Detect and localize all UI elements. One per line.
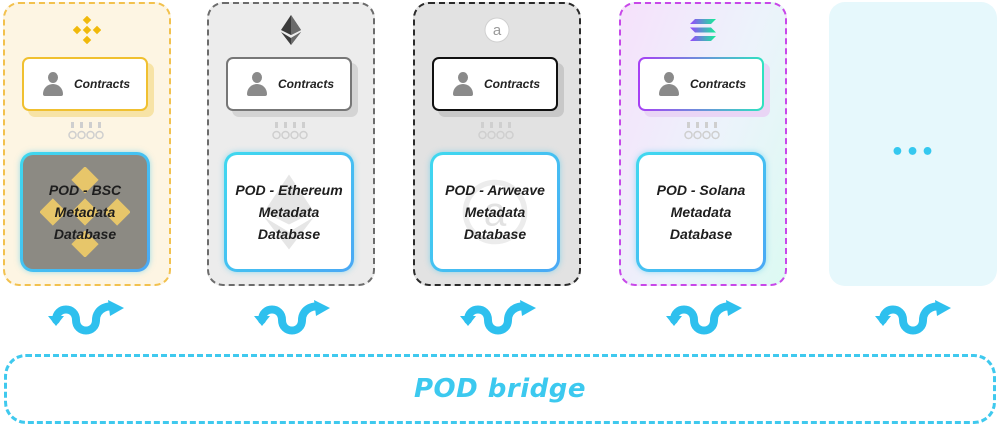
sync-arrows-icon: [873, 296, 953, 340]
database-label: POD - Solana Metadata Database: [656, 182, 746, 242]
more-dots: •••: [890, 140, 936, 165]
chain-panel-arweave: a Contracts a POD - Arweave Metadata Dat…: [413, 2, 581, 286]
contracts-card: Contracts: [638, 57, 764, 111]
link-marks-icon: [272, 121, 308, 140]
chain-panel-ethereum: Contracts POD - Ethereum Metadata Databa…: [207, 2, 375, 286]
user-icon: [658, 72, 680, 96]
metadata-database-card: a POD - Arweave Metadata Database: [430, 152, 560, 272]
binance-watermark-icon: [40, 167, 130, 257]
pod-bridge-box: POD bridge: [4, 354, 996, 424]
svg-text:a: a: [493, 22, 502, 39]
contracts-card: Contracts: [226, 57, 352, 111]
link-marks-icon: [68, 121, 104, 140]
sync-arrows-icon: [252, 296, 332, 340]
user-icon: [452, 72, 474, 96]
link-marks-icon: [478, 121, 514, 140]
chain-panel-more: •••: [829, 2, 997, 286]
sync-arrows-icon: [46, 296, 126, 340]
database-label: POD - Arweave Metadata Database: [445, 182, 545, 242]
link-marks-icon: [684, 121, 720, 140]
arweave-logo-icon: a: [481, 14, 513, 46]
chain-panel-solana: Contracts POD - Solana Metadata Database: [619, 2, 787, 286]
sync-arrows-icon: [664, 296, 744, 340]
binance-logo-icon: [71, 14, 103, 46]
database-label: POD - Ethereum Metadata Database: [235, 182, 343, 242]
svg-text:a: a: [484, 188, 507, 234]
ethereum-logo-icon: [275, 14, 307, 46]
contracts-label: Contracts: [278, 77, 335, 91]
solana-logo-icon: [687, 14, 719, 46]
contracts-label: Contracts: [690, 77, 747, 91]
ethereum-watermark-icon: [264, 174, 314, 250]
contracts-card: Contracts: [432, 57, 558, 111]
sync-arrows-icon: [458, 296, 538, 340]
chain-panel-bsc: Contracts POD - BSC Metadata Database: [3, 2, 171, 286]
user-icon: [42, 72, 64, 96]
metadata-database-card: POD - Ethereum Metadata Database: [224, 152, 354, 272]
database-label: POD - BSC Metadata Database: [48, 182, 122, 242]
user-icon: [246, 72, 268, 96]
contracts-label: Contracts: [484, 77, 541, 91]
arweave-watermark-icon: a: [462, 179, 528, 245]
contracts-card: Contracts: [22, 57, 148, 111]
metadata-database-card: POD - BSC Metadata Database: [20, 152, 150, 272]
contracts-label: Contracts: [74, 77, 131, 91]
metadata-database-card: POD - Solana Metadata Database: [636, 152, 766, 272]
pod-bridge-label: POD bridge: [414, 374, 586, 404]
